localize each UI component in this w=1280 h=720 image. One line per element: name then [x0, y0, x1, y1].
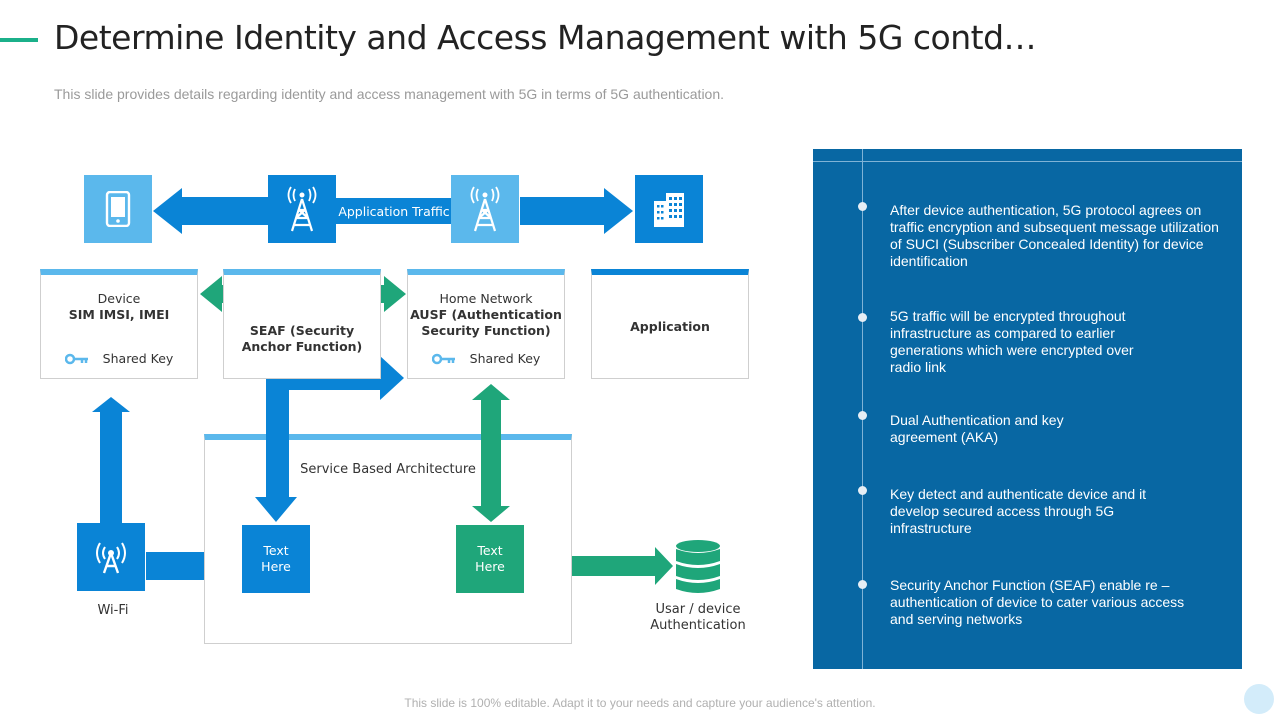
title-accent-line: [0, 38, 38, 42]
home-shared-key: Shared Key: [408, 351, 564, 366]
diagram-connectors-overlay: [255, 430, 510, 522]
bullet-dot: [858, 202, 867, 211]
seaf-card-line2: Anchor Function): [241, 339, 363, 354]
wifi-up-arrow: [92, 397, 130, 524]
smartphone-icon: [105, 191, 131, 227]
text-box-green-line2: Here: [475, 559, 505, 574]
elbow-arrow-lower: [255, 430, 297, 522]
text-box-green-line1: Text: [477, 543, 503, 558]
key-icon: [64, 353, 88, 364]
arrow-left-top: [153, 188, 268, 234]
text-box-blue-line2: Here: [261, 559, 291, 574]
device-card: Device SIM IMSI, IMEI Shared Key: [40, 269, 198, 379]
smartphone-icon-box: [84, 175, 152, 243]
footer-note: This slide is 100% editable. Adapt it to…: [404, 696, 876, 710]
bullet-text: Key detect and authenticate device and i…: [890, 486, 1147, 536]
application-traffic-bar: [336, 198, 452, 224]
wifi-antenna-icon: [96, 542, 126, 574]
panel-top-line: [813, 161, 1242, 162]
corner-decoration: [1244, 684, 1274, 714]
user-auth-label-line1: Usar / device: [655, 602, 741, 617]
arrow-right-top: [520, 188, 633, 234]
home-shared-key-label: Shared Key: [469, 351, 541, 366]
device-card-line2: SIM IMSI, IMEI: [68, 307, 170, 322]
key-icon: [431, 353, 455, 364]
home-card-line1: Home Network: [439, 291, 533, 306]
database-icon-box: [673, 538, 723, 596]
sba-label: Service Based Architecture: [300, 462, 476, 477]
home-card-line3: Security Function): [421, 323, 551, 338]
office-building-icon-box: [635, 175, 703, 243]
bullet-dot: [858, 411, 867, 420]
info-panel: After device authentication, 5G protocol…: [813, 149, 1242, 669]
bullet-text: Dual Authentication and key agreement (A…: [890, 412, 1064, 445]
wifi-icon-box: [77, 523, 145, 591]
panel-vertical-line: [862, 149, 863, 669]
bullet-dot: [858, 486, 867, 495]
application-traffic-label: Application Traffic: [338, 204, 450, 219]
device-shared-key: Shared Key: [41, 351, 197, 366]
device-card-line1: Device: [97, 291, 141, 306]
home-network-card: Home Network AUSF (Authentication Securi…: [407, 269, 565, 379]
database-icon: [676, 540, 720, 593]
text-box-blue-line1: Text: [263, 543, 289, 558]
bullet-dot: [858, 580, 867, 589]
bullet-dot: [858, 313, 867, 322]
user-auth-label-line2: Authentication: [650, 618, 746, 633]
page-title: Determine Identity and Access Management…: [54, 18, 1037, 57]
green-vertical-arrow-lower: [472, 430, 510, 522]
page-subtitle: This slide provides details regarding id…: [54, 86, 725, 102]
home-card-line2: AUSF (Authentication: [410, 307, 562, 322]
mutual-auth-label: Mutual Authentication: [233, 287, 373, 302]
wifi-label: Wi-Fi: [97, 603, 129, 618]
cell-tower-icon: [287, 186, 317, 232]
device-shared-key-label: Shared Key: [102, 351, 174, 366]
bullet-text: After device authentication, 5G protocol…: [890, 202, 1219, 269]
cell-tower-icon-box-1: [268, 175, 336, 243]
seaf-card: SEAF (Security Anchor Function): [223, 269, 381, 379]
bullet-text: 5G traffic will be encrypted throughout …: [890, 308, 1134, 375]
office-building-icon: [654, 193, 684, 227]
application-card-line1: Application: [630, 319, 710, 334]
cell-tower-icon-box-2: [451, 175, 519, 243]
bullet-text: Security Anchor Function (SEAF) enable r…: [890, 577, 1185, 627]
seaf-card-line1: SEAF (Security: [249, 323, 355, 338]
application-card: Application: [591, 269, 749, 379]
cell-tower-icon: [470, 186, 500, 232]
